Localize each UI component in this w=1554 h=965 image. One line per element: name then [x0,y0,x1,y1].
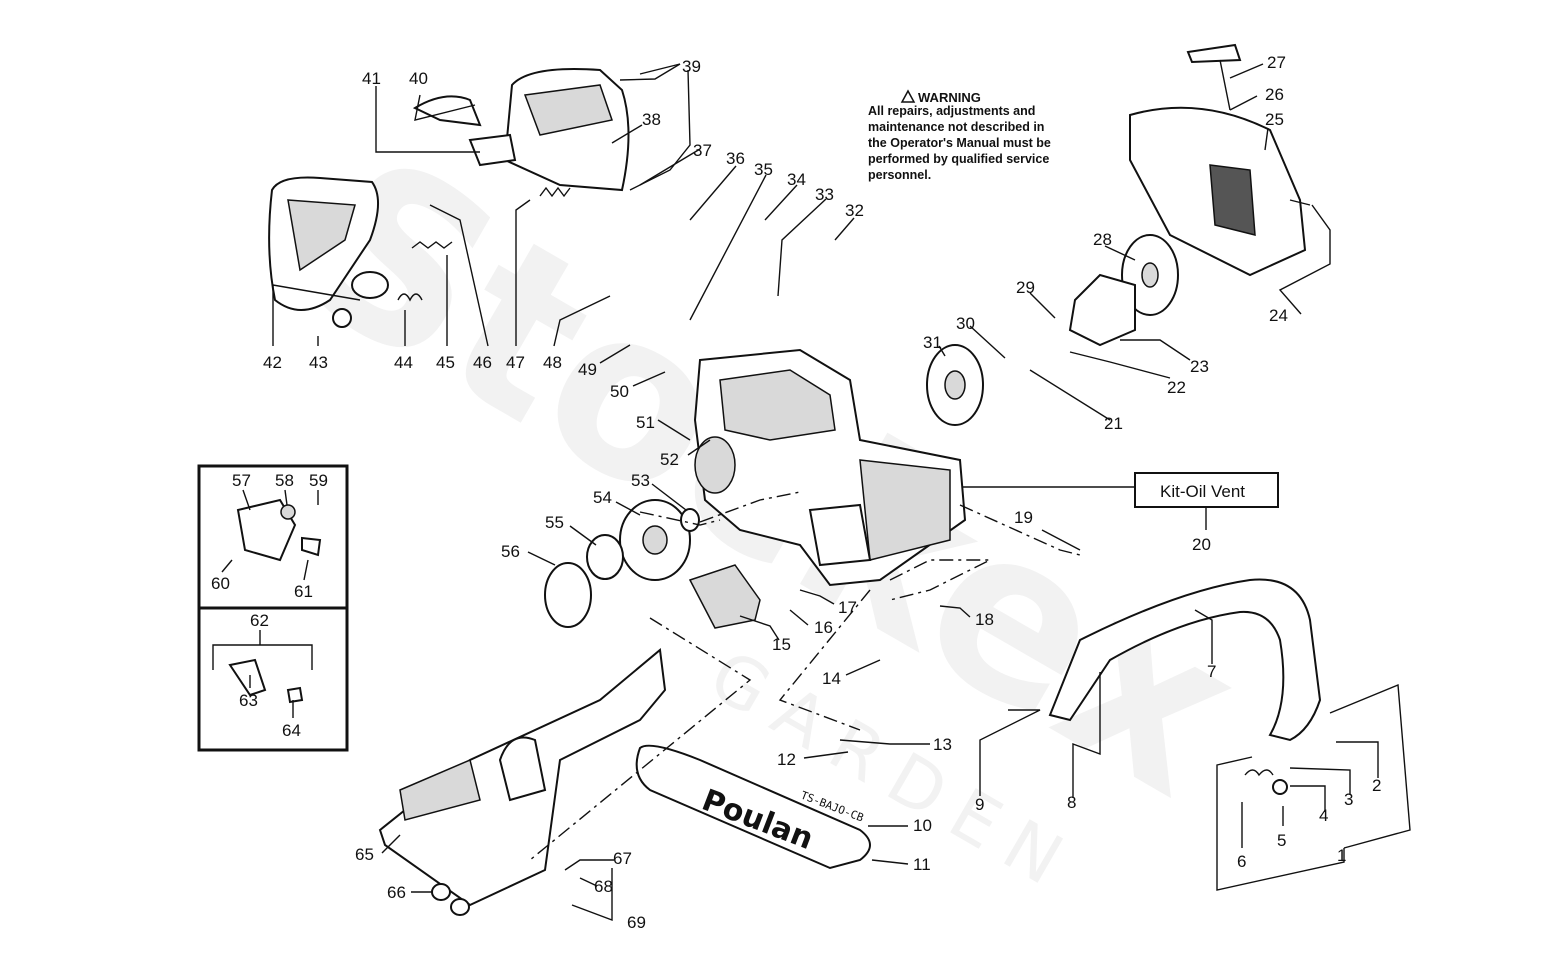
callout-52: 52 [660,450,679,469]
callout-10: 10 [913,816,932,835]
callout-23: 23 [1190,357,1209,376]
callout-41: 41 [362,69,381,88]
callout-8: 8 [1067,793,1076,812]
callout-47: 47 [506,353,525,372]
callout-42: 42 [263,353,282,372]
callout-12: 12 [777,750,796,769]
callout-53: 53 [631,471,650,490]
callout-17: 17 [838,598,857,617]
callout-59: 59 [309,471,328,490]
callout-21: 21 [1104,414,1123,433]
callout-28: 28 [1093,230,1112,249]
callout-68: 68 [594,877,613,896]
callout-35: 35 [754,160,773,179]
callout-14: 14 [822,669,841,688]
callout-27: 27 [1267,53,1286,72]
callout-5: 5 [1277,831,1286,850]
callout-44: 44 [394,353,413,372]
warning-line-2: maintenance not described in [868,120,1044,134]
leader-lines [212,63,1411,922]
warning-line-5: personnel. [868,168,931,182]
callout-7: 7 [1207,662,1216,681]
callout-64: 64 [282,721,301,740]
callout-61: 61 [294,582,313,601]
callout-9: 9 [975,795,984,814]
callout-29: 29 [1016,278,1035,297]
callout-18: 18 [975,610,994,629]
callout-48: 48 [543,353,562,372]
callout-57: 57 [232,471,251,490]
callout-20: 20 [1192,535,1211,554]
callout-15: 15 [772,635,791,654]
callout-50: 50 [610,382,629,401]
callout-51: 51 [636,413,655,432]
kit-oil-vent-label: Kit-Oil Vent [1160,482,1245,501]
callout-69: 69 [627,913,646,932]
callout-36: 36 [726,149,745,168]
callout-11: 11 [913,855,931,874]
callout-6: 6 [1237,852,1246,871]
callout-38: 38 [642,110,661,129]
callout-54: 54 [593,488,612,507]
warning-block: WARNING All repairs, adjustments and mai… [868,89,1051,182]
callout-1: 1 [1337,846,1346,865]
callout-31: 31 [923,333,942,352]
kit-oil-vent: Kit-Oil Vent [958,472,1279,530]
callout-34: 34 [787,170,806,189]
callout-62: 62 [250,611,269,630]
warning-line-1: All repairs, adjustments and [868,104,1035,118]
callout-numbers: 1 2 3 4 5 6 7 8 9 10 11 12 13 14 15 16 1… [211,53,1381,932]
callout-43: 43 [309,353,328,372]
callout-19: 19 [1014,508,1033,527]
callout-3: 3 [1344,790,1353,809]
callout-39: 39 [682,57,701,76]
callout-46: 46 [473,353,492,372]
callout-4: 4 [1319,806,1328,825]
callout-30: 30 [956,314,975,333]
callout-55: 55 [545,513,564,532]
callout-65: 65 [355,845,374,864]
parts-drawing: Poulan TS-BAJO-CB [228,43,1322,916]
callout-58: 58 [275,471,294,490]
callout-32: 32 [845,201,864,220]
callout-63: 63 [239,691,258,710]
inset-box-oil-line [197,606,349,752]
warning-line-4: performed by qualified service [868,152,1049,166]
callout-33: 33 [815,185,834,204]
warning-triangle-icon [900,89,916,103]
callout-66: 66 [387,883,406,902]
callout-16: 16 [814,618,833,637]
callout-25: 25 [1265,110,1284,129]
callout-24: 24 [1269,306,1288,325]
warning-title: WARNING [918,90,981,105]
callout-26: 26 [1265,85,1284,104]
callout-13: 13 [933,735,952,754]
warning-line-3: the Operator's Manual must be [868,136,1051,150]
callout-56: 56 [501,542,520,561]
callout-37: 37 [693,141,712,160]
callout-2: 2 [1372,776,1381,795]
callout-49: 49 [578,360,597,379]
callout-60: 60 [211,574,230,593]
callout-67: 67 [613,849,632,868]
callout-22: 22 [1167,378,1186,397]
callout-40: 40 [409,69,428,88]
callout-45: 45 [436,353,455,372]
